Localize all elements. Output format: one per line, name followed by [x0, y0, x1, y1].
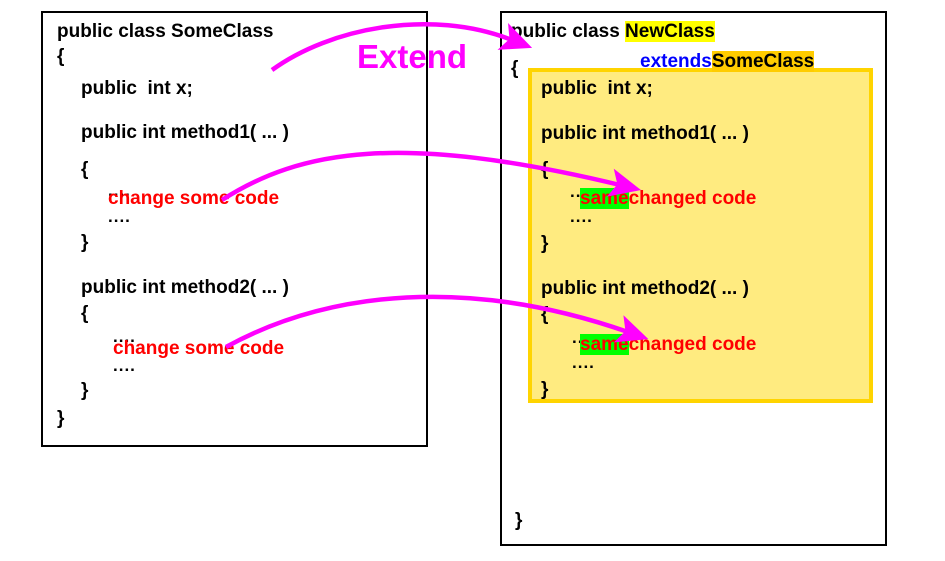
- right-method2-signature: public int method2( ... ): [541, 278, 749, 299]
- right-new-class-name: NewClass: [625, 21, 715, 42]
- left-class-close-brace: }: [57, 408, 65, 429]
- right-class-close-brace: }: [515, 510, 523, 531]
- right-extends-clause: extendsSomeClass: [640, 51, 815, 72]
- right-method1-dots-bottom: ....: [570, 207, 593, 226]
- right-base-class-name: SomeClass: [711, 51, 815, 72]
- right-class-declaration: public class NewClass: [511, 21, 715, 42]
- right-method1-close-brace: }: [541, 233, 549, 254]
- original-class-panel: [41, 11, 428, 447]
- right-method2-same-tag: same: [580, 334, 629, 355]
- right-class-open-brace: {: [511, 58, 519, 79]
- left-method2-changed-code: change some code: [113, 338, 285, 359]
- right-method2-close-brace: }: [541, 379, 549, 400]
- left-field-x: public int x;: [81, 78, 193, 99]
- left-method1-open-brace: {: [81, 159, 89, 180]
- right-method1-open-brace: {: [541, 159, 549, 180]
- right-class-declaration-prefix: public class: [511, 21, 626, 42]
- left-method1-dots-bottom: ....: [108, 207, 131, 226]
- left-class-declaration: public class SomeClass: [57, 21, 274, 42]
- left-method2-close-brace: }: [81, 380, 89, 401]
- left-method1-signature: public int method1( ... ): [81, 122, 289, 143]
- left-method2-signature: public int method2( ... ): [81, 277, 289, 298]
- right-method1-same-tag: same: [580, 188, 629, 209]
- left-class-open-brace: {: [57, 46, 65, 67]
- right-method2-changed-code: changed code: [628, 334, 757, 355]
- right-method2-code-line: samechanged code: [580, 334, 757, 355]
- left-method2-dots-top: ....: [113, 327, 136, 346]
- right-method2-open-brace: {: [541, 304, 549, 325]
- left-method2-dots-bottom: ....: [113, 356, 136, 375]
- right-field-x: public int x;: [541, 78, 653, 99]
- left-method1-close-brace: }: [81, 232, 89, 253]
- right-method1-code-line: samechanged code: [580, 188, 757, 209]
- subclass-panel: [500, 11, 887, 546]
- right-method1-changed-code: changed code: [628, 188, 757, 209]
- left-method2-open-brace: {: [81, 303, 89, 324]
- right-method1-signature: public int method1( ... ): [541, 123, 749, 144]
- left-method1-changed-code: change some code: [108, 188, 280, 209]
- right-method2-dots-bottom: ....: [572, 353, 595, 372]
- extend-label: Extend: [357, 38, 468, 75]
- extends-keyword: extends: [640, 51, 712, 72]
- left-method1-dots-top: ....: [108, 181, 131, 200]
